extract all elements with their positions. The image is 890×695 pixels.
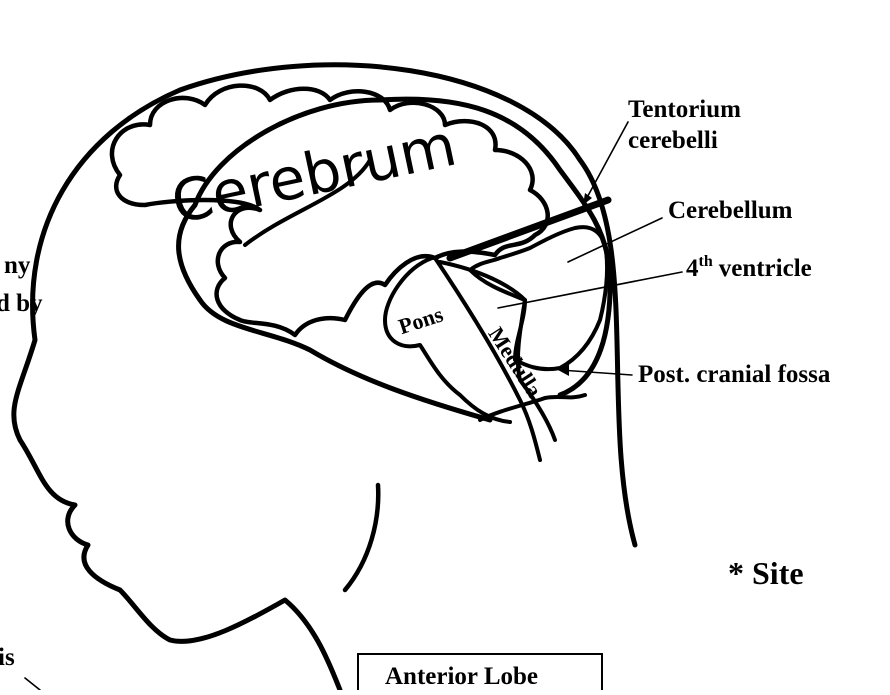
- tentorium-label-line2: cerebelli: [628, 127, 718, 154]
- fourth-ventricle-sup: th: [699, 253, 713, 270]
- left-cutoff-text-3: is: [0, 644, 15, 671]
- pons-label: Pons: [395, 301, 446, 339]
- pointer-4th-ventricle: [498, 272, 682, 308]
- left-cutoff-text-2: d by: [0, 290, 43, 317]
- tentorium-label-line1: Tentorium: [628, 96, 741, 123]
- fourth-ventricle-word: ventricle: [719, 255, 812, 282]
- site-label: * Site: [728, 555, 804, 591]
- anterior-lobe-label: Anterior Lobe: [385, 663, 538, 690]
- pointer-cerebellum: [568, 218, 662, 262]
- cerebellum-label: Cerebellum: [668, 197, 793, 224]
- left-cutoff-pointer: [25, 678, 40, 690]
- pointer-tentorium: [583, 122, 628, 205]
- cerebrum-label: Cerebrum: [166, 111, 462, 237]
- left-cutoff-text-1: ny: [4, 252, 31, 279]
- fourth-ventricle-number: 4: [686, 255, 699, 282]
- fourth-ventricle-label: 4th ventricle: [686, 253, 812, 282]
- neck-line: [345, 485, 378, 590]
- post-cranial-fossa-label: Post. cranial fossa: [638, 361, 831, 388]
- pointer-post-cranial-fossa: [560, 370, 632, 375]
